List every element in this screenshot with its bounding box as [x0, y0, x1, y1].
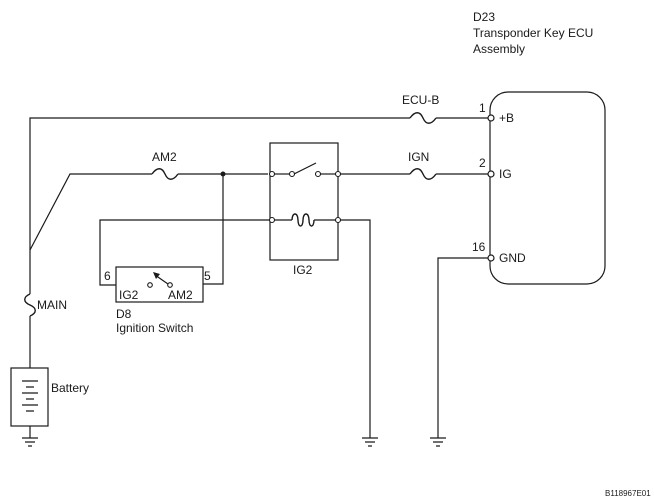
wire-am2-to-switch-pin5 — [203, 174, 224, 285]
fuse-ecu-b-label: ECU-B — [402, 93, 439, 107]
switch-pin-5: 5 — [204, 269, 211, 283]
ground-battery-icon — [22, 437, 38, 447]
fuse-am2-label: AM2 — [152, 150, 177, 164]
ecu-pin-16-name: GND — [499, 251, 526, 265]
relay-contact-left — [288, 170, 296, 178]
battery-label: Battery — [51, 381, 89, 395]
ecu-pin-16-terminal — [487, 254, 495, 262]
ignition-switch-box — [115, 266, 204, 303]
switch-contact-am2 — [167, 282, 173, 288]
ecu-pin-16-number: 16 — [472, 240, 486, 254]
battery-box — [10, 367, 49, 427]
relay-switch-arm — [293, 162, 317, 175]
switch-label-ig2: IG2 — [119, 288, 139, 302]
relay-terminal-out-bottom — [334, 216, 342, 224]
fuse-ign — [409, 168, 437, 180]
relay-terminal-out-top — [334, 170, 342, 178]
wire-coil-ground — [340, 219, 371, 438]
ground-ecu-icon — [430, 437, 446, 447]
switch-lever-tip-icon — [153, 272, 160, 279]
relay-terminal-in-bottom — [268, 216, 276, 224]
fusible-link-main — [24, 293, 36, 317]
relay-coil — [291, 213, 315, 227]
switch-pin-6: 6 — [104, 269, 111, 283]
fuse-main-label: MAIN — [37, 298, 67, 312]
ecu-pin-1-terminal — [487, 114, 495, 122]
wire-ecu-ground — [437, 257, 488, 438]
relay-contact-right — [314, 170, 322, 178]
ecu-box — [489, 91, 606, 285]
ecu-name-line1: Transponder Key ECU — [473, 26, 593, 40]
figure-reference: B118967E01 — [605, 489, 651, 498]
ecu-pin-2-name: IG — [499, 167, 512, 181]
fuse-ecu-b — [409, 112, 437, 124]
fuse-ign-label: IGN — [408, 150, 429, 164]
switch-code: D8 — [116, 307, 132, 321]
battery-cells-icon — [22, 380, 38, 412]
relay-box — [269, 142, 339, 261]
ecu-pin-1-name: +B — [499, 111, 514, 125]
ecu-code: D23 — [473, 10, 495, 24]
ecu-name-line2: Assembly — [473, 42, 525, 56]
fuse-am2 — [151, 168, 179, 180]
ecu-pin-1-number: 1 — [479, 101, 486, 115]
wire-switch-ig2-to-coil — [99, 219, 270, 286]
switch-label-am2: AM2 — [168, 288, 193, 302]
switch-name: Ignition Switch — [116, 321, 193, 335]
wire-plus-b — [29, 117, 410, 294]
wire-main-to-am2 — [29, 173, 152, 251]
ground-relay-icon — [362, 437, 378, 447]
relay-label: IG2 — [293, 263, 313, 277]
switch-contact-ig2 — [147, 282, 153, 288]
relay-terminal-in-top — [268, 170, 276, 178]
ecu-pin-2-number: 2 — [479, 156, 486, 170]
ecu-pin-2-terminal — [487, 170, 495, 178]
